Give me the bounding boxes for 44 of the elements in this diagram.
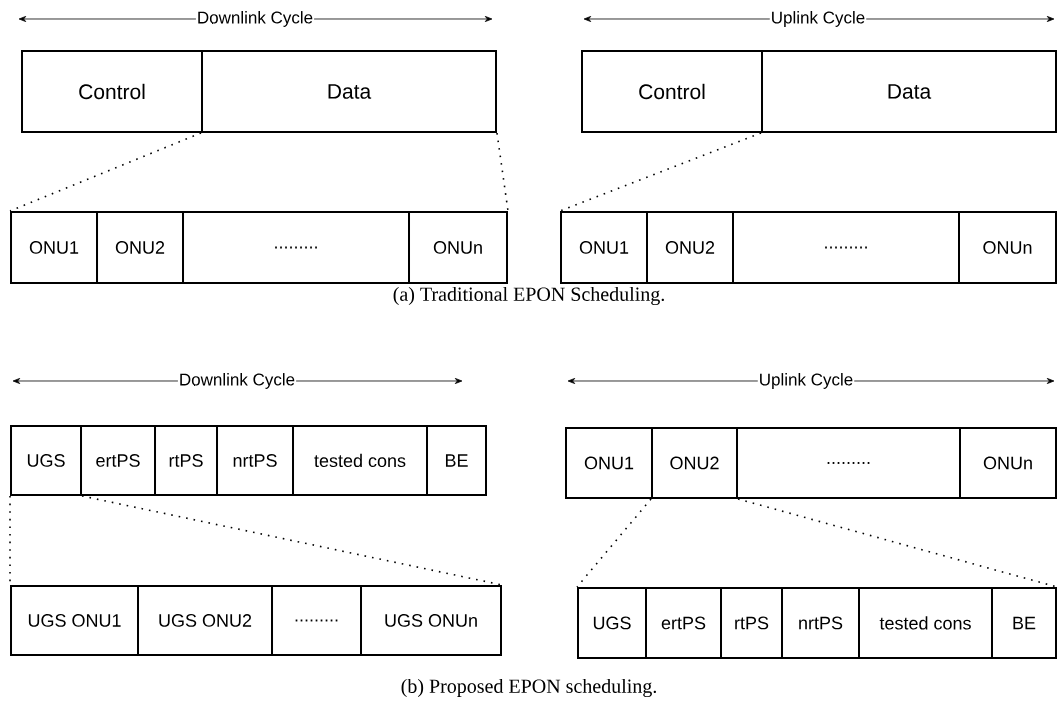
cell: nrtPS (216, 425, 294, 496)
zoom-line (559, 132, 762, 212)
cell: rtPS (154, 425, 218, 496)
dimension-label: Uplink Cycle (769, 10, 867, 28)
zoom-line (81, 495, 503, 586)
cell: ONU2 (651, 427, 738, 499)
zoom-line (737, 498, 1058, 588)
cell: BE (991, 587, 1057, 659)
cell: ONUn (959, 427, 1057, 499)
cell: UGS (10, 425, 82, 496)
cell: nrtPS (781, 587, 860, 659)
cell: ONU1 (10, 211, 98, 284)
cell: UGS (577, 587, 647, 659)
caption: (b) Proposed EPON scheduling. (401, 678, 656, 698)
cell: Data (201, 50, 497, 133)
cell: ......... (732, 211, 960, 284)
cell: ONUn (408, 211, 508, 284)
cell: UGS ONU1 (10, 585, 139, 656)
cell: ONU1 (565, 427, 653, 499)
cell: tested cons (858, 587, 993, 659)
cell: ......... (736, 427, 961, 499)
zoom-line (9, 132, 202, 212)
dimension-label: Downlink Cycle (195, 10, 315, 28)
cell: ......... (182, 211, 410, 284)
cell: ertPS (80, 425, 156, 496)
cell: ONUn (958, 211, 1057, 284)
cell: rtPS (720, 587, 783, 659)
cell: BE (426, 425, 487, 496)
caption: (a) Traditional EPON Scheduling. (393, 286, 664, 306)
zoom-line (576, 498, 652, 588)
cell: ertPS (645, 587, 722, 659)
cell: tested cons (292, 425, 428, 496)
cell: ONU2 (96, 211, 184, 284)
cell: ONU1 (560, 211, 648, 284)
cell: Control (21, 50, 203, 133)
cell: Data (761, 50, 1057, 133)
cell: ONU2 (646, 211, 734, 284)
zoom-line (496, 132, 509, 212)
cell: Control (581, 50, 763, 133)
cell: UGS ONUn (360, 585, 502, 656)
cell: UGS ONU2 (137, 585, 273, 656)
dimension-label: Downlink Cycle (177, 372, 297, 390)
cell: ......... (271, 585, 362, 656)
dimension-label: Uplink Cycle (757, 372, 855, 390)
